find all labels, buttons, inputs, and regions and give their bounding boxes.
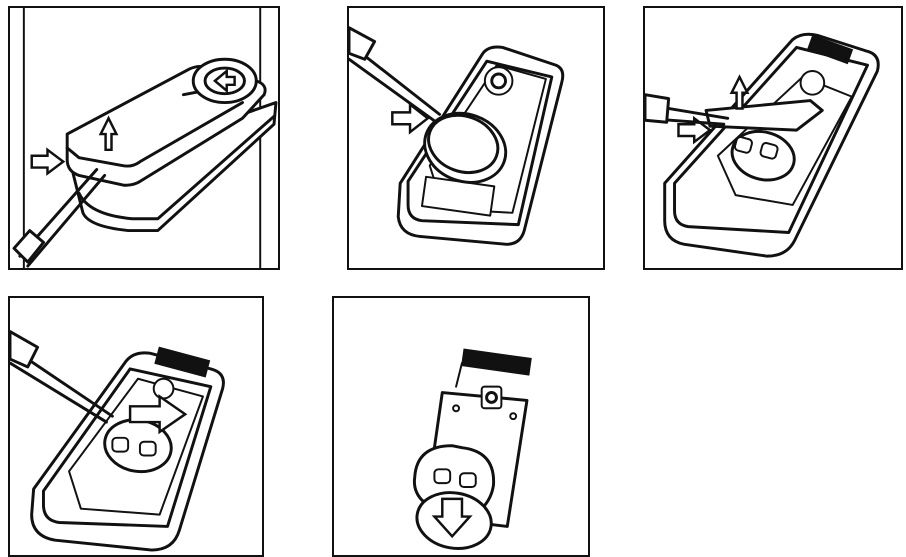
step-4-illustration (10, 298, 262, 555)
step-3-lift-board-panel (643, 6, 903, 270)
step-5-illustration (334, 298, 588, 555)
spring-icon (461, 348, 532, 375)
screwdriver-icon (645, 95, 669, 123)
push-right-arrow-icon (392, 105, 427, 133)
screwdriver-icon (349, 28, 375, 60)
step-4-release-battery-panel (8, 296, 264, 557)
push-right-arrow-icon (32, 150, 64, 174)
step-3-illustration (645, 8, 901, 268)
step-2-release-board-panel (347, 6, 605, 270)
step-1-illustration (10, 8, 278, 268)
step-2-illustration (349, 8, 603, 268)
step-1-open-cover-panel (8, 6, 280, 270)
step-5-remove-battery-panel (332, 296, 590, 557)
